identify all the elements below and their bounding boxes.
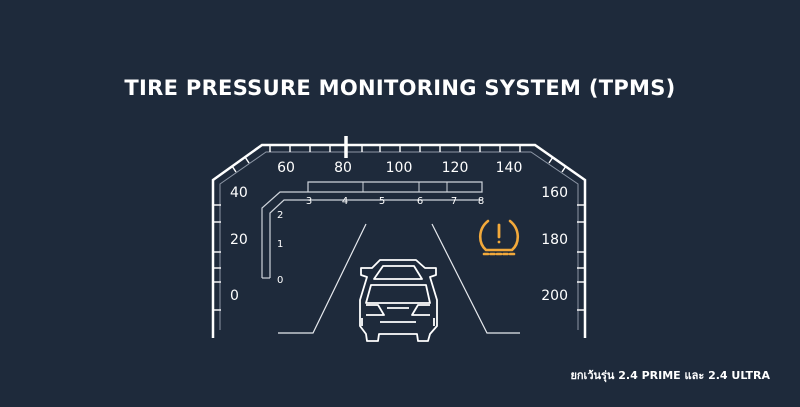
speed-label-40: 40 — [230, 185, 248, 201]
speed-label-20: 20 — [230, 232, 248, 248]
rpm-label-5: 5 — [379, 196, 385, 207]
speed-label-160: 160 — [541, 185, 568, 201]
rpm-label-7: 7 — [451, 196, 457, 207]
speed-label-60: 60 — [277, 160, 295, 176]
tpms-warning-icon — [478, 219, 520, 256]
rpm-label-0: 0 — [277, 275, 283, 286]
rpm-label-3: 3 — [306, 196, 312, 207]
speedometer-frame — [211, 143, 587, 338]
speed-label-140: 140 — [496, 160, 523, 176]
speed-labels-left: 40 20 0 — [230, 185, 248, 304]
tachometer-labels: 3 4 5 6 7 8 2 1 0 — [277, 196, 484, 286]
speed-labels-right: 160 180 200 — [541, 185, 568, 304]
model-exception-note: ยกเว้นรุ่น 2.4 PRIME และ 2.4 ULTRA — [570, 369, 770, 382]
rpm-label-6: 6 — [417, 196, 423, 207]
rpm-label-4: 4 — [342, 196, 348, 207]
speed-label-200: 200 — [541, 288, 568, 304]
car-rear-icon — [359, 259, 438, 342]
speed-label-180: 180 — [541, 232, 568, 248]
tachometer-bar — [261, 181, 483, 279]
speedometer-inner-frame — [219, 151, 579, 330]
speed-label-80: 80 — [334, 160, 352, 176]
road-lines — [278, 223, 520, 334]
speed-ticks-top — [269, 145, 521, 152]
rpm-label-1: 1 — [277, 239, 283, 250]
speed-label-120: 120 — [442, 160, 469, 176]
speed-ticks-corners — [231, 156, 567, 173]
speed-label-0: 0 — [230, 288, 239, 304]
tachometer-ticks — [362, 182, 448, 192]
speed-ticks-left — [213, 204, 221, 311]
speed-ticks-right — [577, 204, 585, 311]
speed-label-100: 100 — [386, 160, 413, 176]
speed-labels-top: 60 80 100 120 140 — [277, 160, 522, 176]
rpm-label-8: 8 — [478, 196, 484, 207]
rpm-label-2: 2 — [277, 210, 283, 221]
page-title: TIRE PRESSURE MONITORING SYSTEM (TPMS) — [124, 76, 676, 100]
